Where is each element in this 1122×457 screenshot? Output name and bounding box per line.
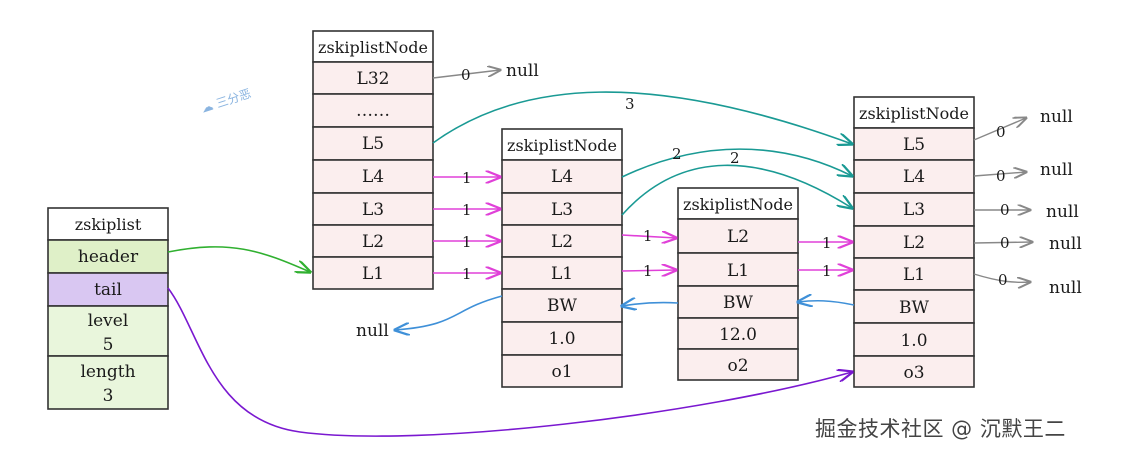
- header-l32-null-arrow: [432, 70, 500, 79]
- node3-l5-null-arrow: [973, 118, 1026, 141]
- header-l5-span: 3: [625, 95, 635, 113]
- node1-level-l3: L3: [551, 200, 573, 220]
- node2-obj: o2: [727, 356, 748, 376]
- node3-l1-span: 0: [998, 271, 1008, 289]
- level-field: level: [88, 311, 129, 331]
- node1-backward-arrow: [395, 295, 503, 330]
- node2-backward: BW: [723, 293, 753, 313]
- node1-l2-span: 1: [643, 227, 653, 245]
- node1-l4-span: 2: [672, 145, 682, 163]
- node3-l2-null: null: [1049, 234, 1082, 254]
- header-l5-arrow: [432, 91, 852, 144]
- zskiplist-title: zskiplist: [75, 215, 142, 234]
- length-field-cell: [47, 355, 169, 410]
- node1-level-l2: L2: [551, 232, 573, 252]
- node1-l4-arrow: [621, 148, 852, 177]
- header-l3-span: 1: [462, 201, 472, 219]
- node1-l1-span: 1: [643, 262, 653, 280]
- node1-level-l4: L4: [551, 167, 573, 187]
- node2-level-l2: L2: [727, 227, 749, 247]
- node3-level-l4: L4: [903, 167, 925, 187]
- header-node: zskiplistNode L32 …… L5 L4 L3 L2 L1: [312, 30, 434, 290]
- header-node-level-ellipsis: ……: [356, 101, 390, 121]
- node3-level-l1: L1: [903, 265, 925, 285]
- header-node-level-l1: L1: [362, 264, 384, 284]
- header-l32-null: null: [506, 61, 539, 81]
- zskiplist-title-cell: [47, 207, 169, 241]
- node1-l3-span: 2: [730, 149, 740, 167]
- node3-l3-null: null: [1046, 202, 1079, 222]
- node3-l1-null: null: [1049, 278, 1082, 298]
- node1-l1-arrow: [621, 270, 676, 271]
- node1-l3-arrow: [621, 164, 852, 216]
- node1-l2-arrow: [621, 235, 676, 238]
- node3-l3-span: 0: [1000, 201, 1010, 219]
- node3-obj: o3: [903, 363, 924, 383]
- node3-backward-arrow: [798, 301, 855, 305]
- node3-l4-null-arrow: [973, 172, 1026, 176]
- node1-title: zskiplistNode: [507, 136, 617, 155]
- header-node-level-l32: L32: [357, 69, 390, 89]
- header-node-level-l3: L3: [362, 200, 384, 220]
- tail-pointer-arrow: [167, 287, 852, 437]
- node1-obj: o1: [551, 362, 572, 382]
- node1-level-l1: L1: [551, 264, 573, 284]
- header-field-cell: [47, 239, 169, 274]
- node1-backward: BW: [547, 296, 577, 316]
- zskiplist-struct: zskiplist header tail level 5 length 3: [47, 207, 169, 410]
- node3-title: zskiplistNode: [859, 104, 969, 123]
- header-l4-span: 1: [462, 169, 472, 187]
- node2-l1-span: 1: [822, 262, 832, 280]
- node3-level-l3: L3: [903, 200, 925, 220]
- node3-l4-null: null: [1040, 160, 1073, 180]
- node3-l1-null-arrow: [973, 273, 1030, 282]
- level-value: 5: [103, 335, 114, 355]
- node3-l2-null-arrow: [973, 242, 1032, 243]
- node1-backward-null: null: [356, 321, 389, 341]
- node2-title: zskiplistNode: [683, 195, 793, 214]
- node3-score: 1.0: [900, 331, 927, 351]
- header-l1-span: 1: [462, 265, 472, 283]
- watermark: 掘金技术社区 @ 沉默王二: [815, 417, 1066, 441]
- node3-l5-span: 0: [996, 123, 1006, 141]
- header-pointer-arrow: [167, 246, 310, 272]
- node3-level-l2: L2: [903, 233, 925, 253]
- node1-score: 1.0: [548, 329, 575, 349]
- header-node-level-l5: L5: [362, 134, 384, 154]
- node3-l4-span: 0: [996, 167, 1006, 185]
- node2-level-l1: L1: [727, 261, 749, 281]
- node3-l5-null: null: [1040, 107, 1073, 127]
- node3-backward: BW: [899, 298, 929, 318]
- level-field-cell: [47, 305, 169, 357]
- tail-field: tail: [94, 280, 122, 300]
- header-field: header: [78, 247, 139, 267]
- node2-score: 12.0: [719, 325, 757, 345]
- node-o1: zskiplistNode L4 L3 L2 L1 BW 1.0 o1: [501, 128, 623, 388]
- header-node-level-l2: L2: [362, 232, 384, 252]
- header-node-level-l4: L4: [362, 167, 384, 187]
- header-l2-span: 1: [462, 233, 472, 251]
- header-l32-span: 0: [461, 66, 471, 84]
- node3-l2-span: 0: [1000, 234, 1010, 252]
- node2-backward-arrow: [622, 303, 679, 306]
- node-o3: zskiplistNode L5 L4 L3 L2 L1 BW 1.0 o3: [853, 96, 975, 388]
- length-value: 3: [103, 386, 114, 406]
- header-node-title: zskiplistNode: [318, 38, 428, 57]
- length-field: length: [80, 362, 135, 382]
- node-o2: zskiplistNode L2 L1 BW 12.0 o2: [677, 187, 799, 381]
- node2-l2-span: 1: [822, 234, 832, 252]
- node3-level-l5: L5: [903, 135, 925, 155]
